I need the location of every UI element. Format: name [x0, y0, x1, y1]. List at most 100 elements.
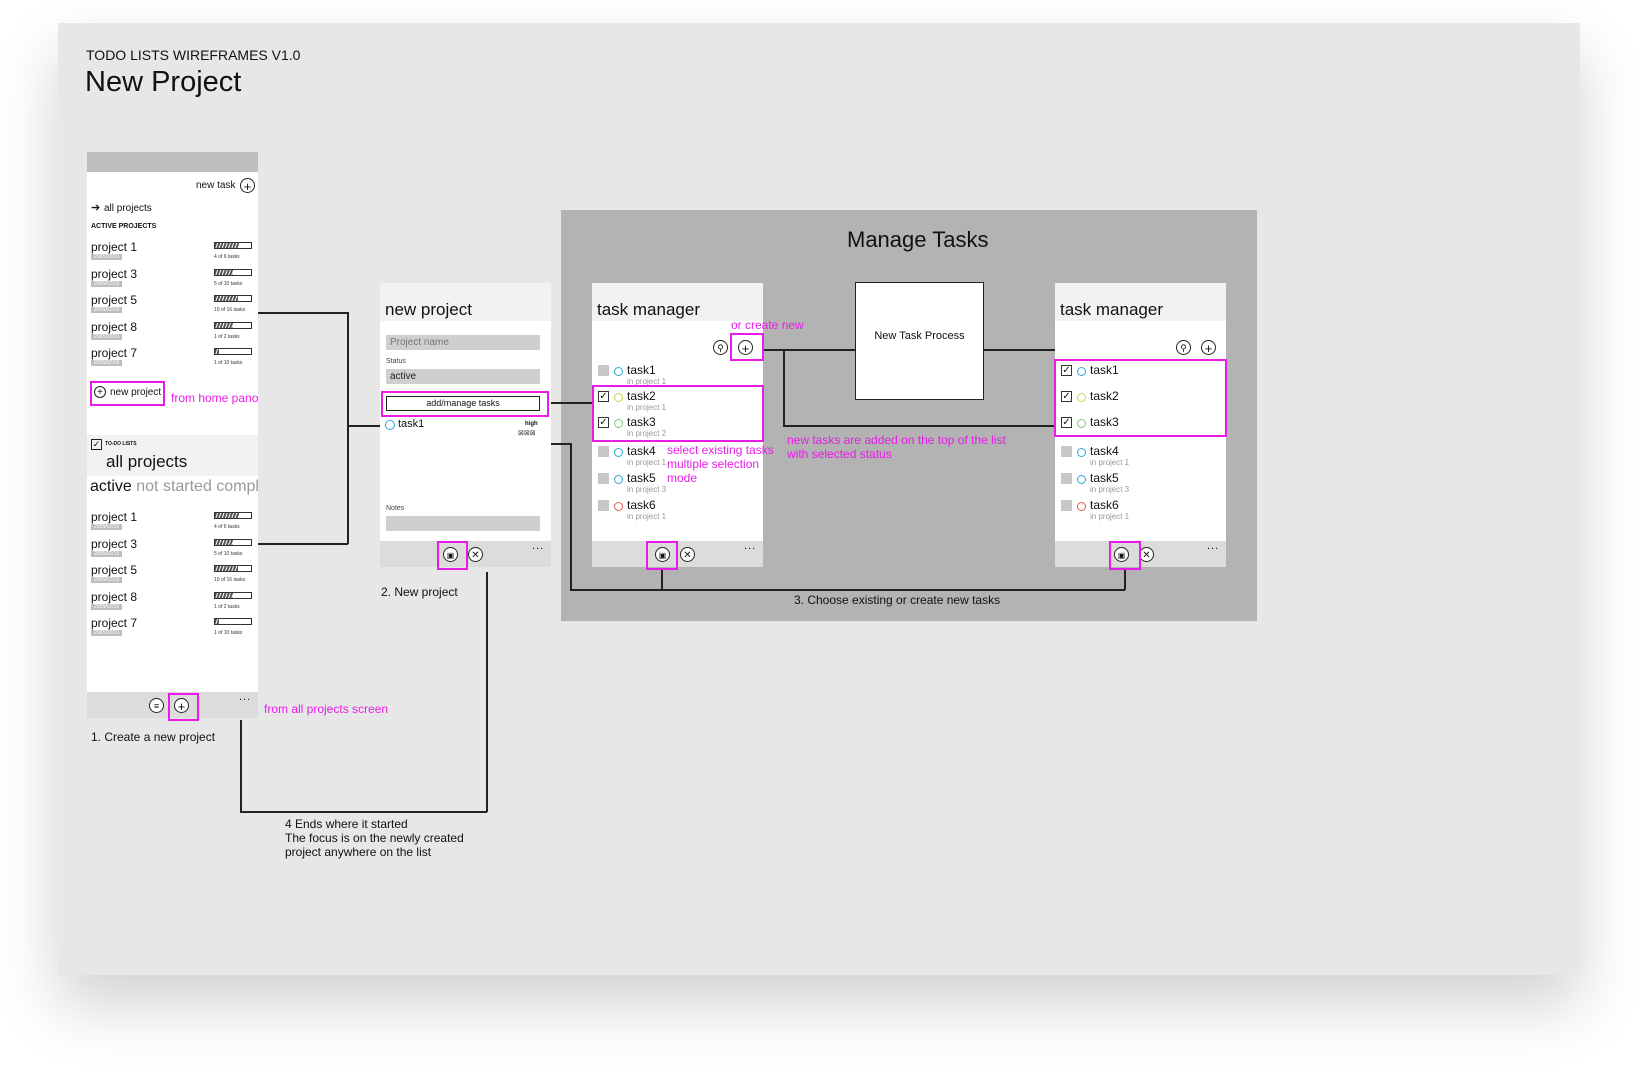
checkbox-icon[interactable] [598, 473, 609, 484]
task-count: 1 of 2 tasks [214, 333, 240, 340]
header [1055, 283, 1226, 321]
task-name: task1 [1090, 363, 1119, 377]
status-icon [1077, 448, 1086, 457]
new-project-button[interactable]: new project [110, 387, 162, 398]
caption-step3: 3. Choose existing or create new tasks [794, 593, 1001, 607]
checkbox-icon[interactable] [1061, 446, 1072, 457]
connector [570, 589, 1125, 591]
add-icon[interactable]: + [240, 178, 255, 194]
task-count: 5 of 10 tasks [214, 550, 243, 557]
circle-plus-icon[interactable]: + [94, 386, 106, 398]
checkbox-icon[interactable] [1061, 500, 1072, 511]
save-icon[interactable]: ▣ [1114, 547, 1129, 562]
checkbox-checked-icon[interactable]: ✓ [1061, 417, 1072, 428]
checkbox-checked-icon[interactable]: ✓ [598, 417, 609, 428]
task-name: task3 [1090, 415, 1119, 429]
add-icon[interactable]: + [1201, 340, 1216, 356]
task-name[interactable]: task1 [398, 418, 425, 430]
project-name: project 8 [91, 589, 138, 604]
checkbox-icon[interactable] [598, 365, 609, 376]
connector [783, 425, 1055, 427]
checkbox-icon[interactable] [598, 446, 609, 457]
close-icon[interactable]: ✕ [1139, 547, 1154, 562]
save-icon[interactable]: ▣ [655, 547, 670, 562]
add-icon[interactable]: + [174, 698, 189, 714]
task-row[interactable]: ✓ task3 [1055, 415, 1226, 441]
pivot-active[interactable]: active [90, 478, 132, 495]
checkbox-icon[interactable] [1061, 473, 1072, 484]
document-title: New Project [85, 66, 242, 98]
task-row[interactable]: ✓ task1 [1055, 363, 1226, 389]
highlight-add [168, 693, 199, 721]
checkbox-checked-icon[interactable]: ✓ [1061, 365, 1072, 376]
project-name: project 7 [91, 616, 138, 630]
progress-fill [215, 513, 240, 518]
more-icon[interactable]: ... [532, 540, 545, 552]
project-name: project 7 [91, 346, 138, 360]
highlight-save [646, 541, 678, 570]
note-line: new tasks are added on the top of the li… [787, 433, 1006, 447]
connector [1124, 568, 1126, 590]
task-count: 4 of 6 tasks [214, 254, 240, 260]
task-name: task1 [627, 363, 656, 377]
progress-bar [214, 321, 252, 329]
project-name-input[interactable]: Project name [386, 335, 540, 350]
task-name: task2 [1090, 389, 1119, 403]
more-icon[interactable]: ... [239, 691, 252, 703]
search-icon[interactable]: ⚲ [713, 340, 728, 355]
connector [763, 349, 856, 351]
task-count: 1 of 10 tasks [214, 360, 243, 366]
connector [240, 720, 242, 812]
app-label: TO-DO LISTS [105, 441, 137, 447]
checkbox-checked-icon[interactable]: ✓ [598, 391, 609, 402]
caption-step2: 2. New project [381, 585, 458, 599]
project-name: project 1 [91, 240, 138, 254]
notes-input[interactable] [386, 516, 540, 531]
save-icon[interactable]: ▣ [443, 547, 458, 562]
add-manage-tasks-button[interactable]: add/manage tasks [386, 396, 540, 411]
more-icon[interactable]: ... [744, 540, 757, 552]
progress-fill [215, 269, 233, 275]
pivot-rest[interactable]: not started compl [136, 478, 258, 495]
close-icon[interactable]: ✕ [468, 547, 483, 562]
new-task-label[interactable]: new task [196, 180, 236, 191]
list-icon[interactable]: ≡ [149, 698, 164, 713]
progress-fill [215, 243, 240, 248]
task-count: 1 of 10 tasks [214, 630, 243, 636]
caption-step1: 1. Create a new project [91, 730, 216, 744]
project-date: 2005/02/19 [91, 550, 123, 557]
search-icon[interactable]: ⚲ [1176, 340, 1191, 355]
close-icon[interactable]: ✕ [680, 547, 695, 562]
task-actions-icon[interactable]: ⊠⊠⊠ [518, 430, 536, 437]
header [380, 283, 551, 321]
status-icon [614, 393, 623, 402]
add-icon[interactable]: + [738, 340, 753, 356]
more-icon[interactable]: ... [1207, 540, 1220, 552]
task-row[interactable]: ✓ task2 [1055, 389, 1226, 415]
status-select[interactable]: active [386, 369, 540, 384]
all-projects-link[interactable]: all projects [104, 203, 152, 214]
caption-line: 4 Ends where it started [285, 817, 408, 831]
checkbox-icon[interactable] [598, 500, 609, 511]
checkbox-checked-icon[interactable]: ✓ [1061, 391, 1072, 402]
task-project: in project 2 [627, 429, 667, 438]
